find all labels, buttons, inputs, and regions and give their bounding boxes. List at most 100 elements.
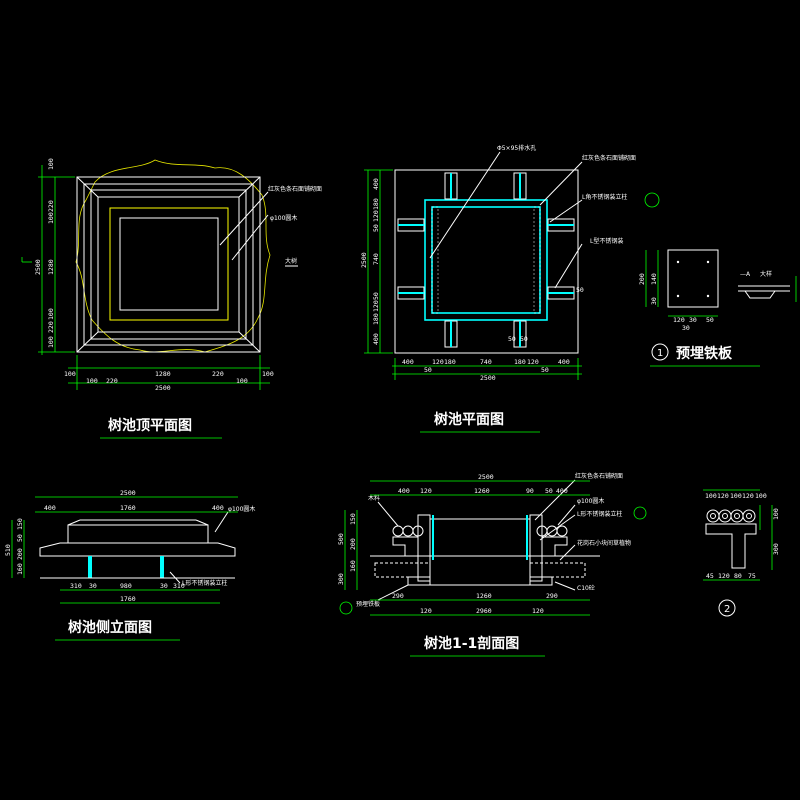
svg-text:2500: 2500 [360, 252, 368, 268]
svg-text:2500: 2500 [155, 384, 171, 392]
svg-text:2500: 2500 [34, 259, 42, 275]
section-wall-left [417, 514, 431, 582]
svg-text:740: 740 [372, 253, 380, 265]
plan-title: 树池平面图 [434, 411, 504, 428]
plate-note-a: —A [740, 271, 751, 278]
svg-text:290: 290 [392, 592, 404, 600]
svg-text:100: 100 [47, 158, 55, 170]
svg-text:2960: 2960 [476, 607, 492, 615]
svg-text:120: 120 [432, 358, 444, 366]
top-plan-title: 树池顶平面图 [108, 417, 192, 434]
plate-number: 1 [657, 348, 663, 359]
svg-text:80: 80 [734, 572, 742, 580]
side-note-wood: φ100圆木 [228, 505, 255, 513]
svg-text:310: 310 [70, 582, 82, 590]
plan-left-dims: 400 180 120 50 740 50 120 180 400 2500 [360, 178, 380, 345]
svg-text:980: 980 [120, 582, 132, 590]
svg-text:740: 740 [480, 358, 492, 366]
svg-text:120: 120 [742, 492, 754, 500]
section-note-concrete: C10砼 [577, 584, 595, 592]
steel-frame-outer [424, 199, 548, 321]
svg-text:2500: 2500 [480, 374, 496, 382]
svg-text:180: 180 [372, 198, 380, 210]
svg-text:50: 50 [706, 316, 714, 324]
side-title: 树池侧立面图 [68, 619, 152, 636]
section-note-wood: 木料 [368, 494, 380, 502]
svg-text:50: 50 [372, 292, 380, 300]
svg-text:1260: 1260 [474, 487, 490, 495]
svg-text:290: 290 [546, 592, 558, 600]
svg-text:50: 50 [541, 366, 549, 374]
plan-note-granite: 红灰色条石面铺砌面 [582, 154, 636, 162]
svg-text:45: 45 [706, 572, 714, 580]
svg-text:50: 50 [372, 224, 380, 232]
svg-text:50: 50 [520, 335, 528, 343]
svg-text:30: 30 [650, 297, 658, 305]
side-left-dims: 510 150 50 200 160 [4, 518, 24, 575]
detail-2-view: 100 120 100 120 100 100 300 45 120 80 75… [703, 489, 780, 617]
svg-text:50: 50 [508, 335, 516, 343]
svg-text:120: 120 [372, 300, 380, 312]
top-plan-note-granite: 红灰色条石面铺砌面 [268, 185, 322, 193]
svg-text:2500: 2500 [120, 489, 136, 497]
svg-text:400: 400 [402, 358, 414, 366]
plate-title: 预埋铁板 [676, 345, 733, 362]
svg-text:120: 120 [532, 607, 544, 615]
plan-inner-dims: 50 50 50 [508, 286, 584, 343]
svg-text:400: 400 [372, 178, 380, 190]
side-note-angle: L形不锈钢装立柱 [182, 579, 227, 587]
section-note-round: φ100圆木 [577, 497, 604, 505]
svg-text:160: 160 [349, 560, 357, 572]
svg-text:220: 220 [47, 200, 55, 212]
section-left-dims: 500 150 200 160 300 [337, 513, 357, 585]
outer-edge [76, 176, 261, 353]
seat-ring-3 [97, 196, 240, 333]
section-top-dims: 2500 400 120 1260 90 50 400 [398, 473, 568, 495]
plate-dims: 200 140 30 120 30 50 30 20 [638, 273, 714, 332]
svg-text:200: 200 [638, 273, 646, 285]
svg-text:90: 90 [526, 487, 534, 495]
svg-text:120: 120 [420, 607, 432, 615]
inner-frame [109, 207, 229, 321]
svg-text:120: 120 [527, 358, 539, 366]
svg-text:140: 140 [650, 273, 658, 285]
plan-bottom-dims: 400 50 120 180 740 180 120 50 400 2500 [402, 358, 570, 382]
svg-text:300: 300 [772, 543, 780, 555]
svg-text:120: 120 [420, 487, 432, 495]
svg-text:50: 50 [545, 487, 553, 495]
svg-text:2500: 2500 [478, 473, 494, 481]
plate-outline [667, 249, 719, 308]
seat-ring-2 [90, 189, 247, 340]
leg-1 [88, 556, 92, 578]
plan-view: Φ5×95排水孔 红灰色条石面铺砌面 L角不锈钢装立柱 L型不锈钢装 400 1… [360, 144, 660, 433]
svg-text:30: 30 [682, 324, 690, 332]
svg-text:160: 160 [16, 563, 24, 575]
steel-frame-inner [431, 206, 541, 314]
plate-note-b: 大样 [760, 270, 772, 278]
drain-slots [397, 172, 575, 348]
seat-slab [39, 542, 236, 557]
section-note-granite: 红灰色条石铺砌面 [575, 472, 623, 480]
side-bottom-dims: 310 30 980 30 310 1760 [70, 582, 185, 603]
svg-text:1280: 1280 [47, 259, 55, 275]
seat-ring-1 [83, 183, 254, 346]
svg-text:100: 100 [755, 492, 767, 500]
svg-text:120: 120 [717, 492, 729, 500]
plan-note-angle2: L型不锈钢装 [590, 237, 623, 245]
svg-text:400: 400 [556, 487, 568, 495]
svg-text:400: 400 [372, 333, 380, 345]
svg-text:100: 100 [236, 377, 248, 385]
svg-text:1260: 1260 [476, 592, 492, 600]
svg-text:120: 120 [673, 316, 685, 324]
planter-body [67, 524, 209, 544]
svg-text:400: 400 [398, 487, 410, 495]
svg-text:100: 100 [86, 377, 98, 385]
detail2-number: 2 [724, 604, 730, 615]
section-title: 树池1-1剖面图 [424, 635, 519, 652]
svg-text:1760: 1760 [120, 595, 136, 603]
svg-text:30: 30 [160, 582, 168, 590]
svg-text:120: 120 [718, 572, 730, 580]
svg-text:500: 500 [337, 533, 345, 545]
side-elevation-view: φ100圆木 L形不锈钢装立柱 2500 400 1760 400 510 15… [4, 489, 255, 641]
